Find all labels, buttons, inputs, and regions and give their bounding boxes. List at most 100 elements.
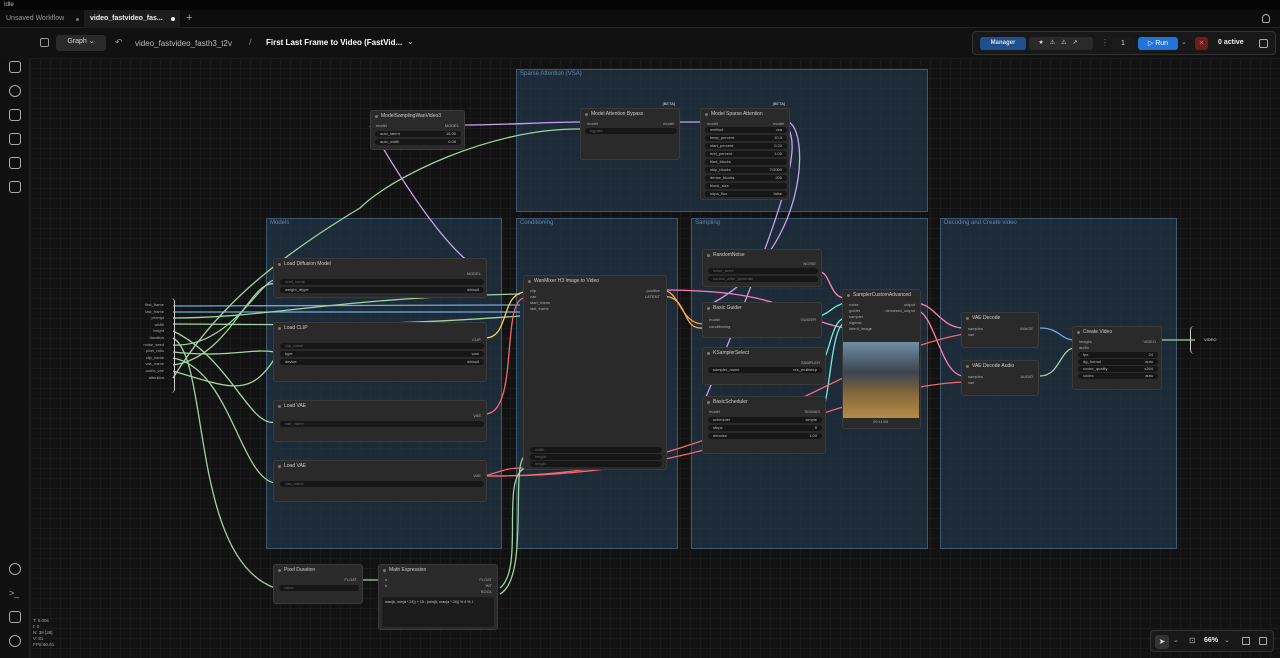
output-model[interactable]: model: [773, 121, 784, 126]
input-last-frame[interactable]: last_frame: [530, 306, 549, 311]
new-tab-plus-icon[interactable]: +: [186, 12, 193, 24]
input-noise-seed[interactable]: noise_seed: [143, 341, 164, 347]
tab-unsaved-workflow[interactable]: Unsaved Workflow: [0, 10, 82, 28]
input-noise[interactable]: noise: [849, 302, 859, 307]
output-video[interactable]: VIDEO: [1143, 339, 1156, 344]
input-model[interactable]: model: [587, 121, 598, 126]
output-video-label[interactable]: VIDEO: [1204, 337, 1217, 342]
graph-canvas[interactable]: Sparse Attention (VSA) Models Conditioni…: [30, 58, 1280, 658]
input-attention[interactable]: attention: [148, 374, 164, 380]
undo-icon[interactable]: ↶: [115, 37, 123, 47]
terminal-icon[interactable]: >_: [9, 588, 20, 598]
output-bool[interactable]: BOOL: [480, 589, 492, 594]
output-model[interactable]: model: [663, 121, 674, 126]
run-button[interactable]: ▷ Run: [1138, 37, 1178, 50]
widget-height[interactable]: height: [530, 454, 662, 460]
node-load-vae-audio[interactable]: Load VAE VAE vae_name: [273, 460, 487, 502]
input-sampler[interactable]: sampler: [849, 314, 864, 319]
widget-length[interactable]: length: [530, 461, 662, 467]
node-model-sparse-attention[interactable]: Model Sparse Attention [BETA] model mode…: [700, 101, 790, 200]
settings-gear-icon[interactable]: [9, 635, 21, 647]
keyboard-icon[interactable]: [9, 611, 21, 623]
expression-textarea[interactable]: max(b, min(a * 24)) + 15 - (min(b, max(a…: [382, 597, 494, 627]
user-icon[interactable]: [1262, 14, 1270, 23]
extension-icons[interactable]: ★⚠⚠↗: [1029, 37, 1093, 50]
input-height[interactable]: height: [153, 328, 164, 334]
output-float[interactable]: FLOAT: [479, 577, 492, 582]
link-visibility-icon[interactable]: [1259, 637, 1267, 645]
select-tool-icon[interactable]: ➤: [1155, 635, 1169, 649]
fit-view-icon[interactable]: ⊡: [1189, 636, 1196, 645]
widget-unet-name[interactable]: unet_name: [280, 279, 484, 285]
panel-toggle-icon[interactable]: [40, 38, 49, 47]
output-audio[interactable]: AUDIO: [1020, 374, 1033, 379]
images-icon[interactable]: [9, 61, 21, 73]
widget-vae-name[interactable]: vae_name: [280, 481, 484, 487]
widget-value[interactable]: value: [279, 585, 359, 591]
templates-icon[interactable]: [9, 181, 21, 193]
input-conditioning[interactable]: conditioning: [709, 324, 731, 329]
minimap-icon[interactable]: [1242, 637, 1250, 645]
output-sigmas[interactable]: SIGMAS: [804, 409, 820, 414]
output-int[interactable]: INT: [485, 583, 492, 588]
node-model-attention-bypass[interactable]: Model Attention Bypass [BETA] model mode…: [580, 101, 680, 160]
widget-bypass[interactable]: bypass: [585, 128, 677, 134]
input-last-frame[interactable]: last_frame: [145, 308, 164, 314]
input-prompt[interactable]: prompt: [151, 315, 164, 321]
node-wan-image-to-video[interactable]: WanMixer H3 Image to Video clip vae star…: [523, 275, 667, 470]
widget-noise-seed[interactable]: noise_seed: [708, 268, 818, 274]
node-pixel-duration[interactable]: Pixel Duration FLOAT value: [273, 564, 363, 604]
input-model[interactable]: model: [707, 121, 718, 126]
widget-clip-name[interactable]: clip_name: [280, 343, 484, 349]
output-positive[interactable]: positive: [646, 288, 660, 293]
output-noise[interactable]: NOISE: [803, 261, 816, 266]
output-latent[interactable]: LATENT: [644, 294, 660, 299]
output-model[interactable]: MODEL: [466, 271, 481, 276]
node-basic-guider[interactable]: Basic Guider model conditioning GUIDER: [702, 302, 822, 338]
workflow-title[interactable]: First Last Frame to Video (FastVid...: [266, 38, 403, 47]
input-images[interactable]: images: [1079, 339, 1092, 344]
drag-handle-icon[interactable]: ⋮⋮: [1101, 38, 1117, 47]
breadcrumb[interactable]: video_fastvideo_fasth3_t2v: [135, 39, 232, 48]
input-b[interactable]: b: [385, 583, 388, 588]
output-float[interactable]: FLOAT: [344, 577, 357, 582]
input-samples[interactable]: samples: [968, 374, 983, 379]
node-vae-decode[interactable]: VAE Decode samples vae IMAGE: [961, 312, 1039, 348]
run-options-icon[interactable]: ⌄: [1181, 39, 1187, 46]
input-audio[interactable]: audio: [1079, 345, 1089, 350]
node-load-diffusion-model[interactable]: Load Diffusion Model MODEL unet_name wei…: [273, 258, 487, 298]
workflow-dropdown-icon[interactable]: ⌄: [407, 37, 414, 46]
input-start-frame[interactable]: start_frame: [530, 300, 551, 305]
output-image[interactable]: IMAGE: [1020, 326, 1033, 331]
right-panel-icon[interactable]: [1259, 39, 1268, 48]
input-vae[interactable]: vae: [968, 380, 975, 385]
input-clip-name[interactable]: clip_name: [145, 354, 164, 360]
input-vae[interactable]: vae: [530, 294, 537, 299]
widget-width[interactable]: width: [530, 447, 662, 453]
output-output[interactable]: output: [903, 302, 915, 307]
node-load-vae[interactable]: Load VAE VAE vae_name: [273, 400, 487, 442]
input-vae-name[interactable]: vae_name: [145, 361, 164, 367]
manager-button[interactable]: Manager: [980, 37, 1026, 50]
graph-menu-button[interactable]: Graph ⌄: [56, 35, 106, 51]
output-denoised[interactable]: denoised_output: [885, 308, 915, 313]
input-pixel-ratio[interactable]: pixel_ratio: [145, 348, 164, 354]
input-guider[interactable]: guider: [849, 308, 861, 313]
